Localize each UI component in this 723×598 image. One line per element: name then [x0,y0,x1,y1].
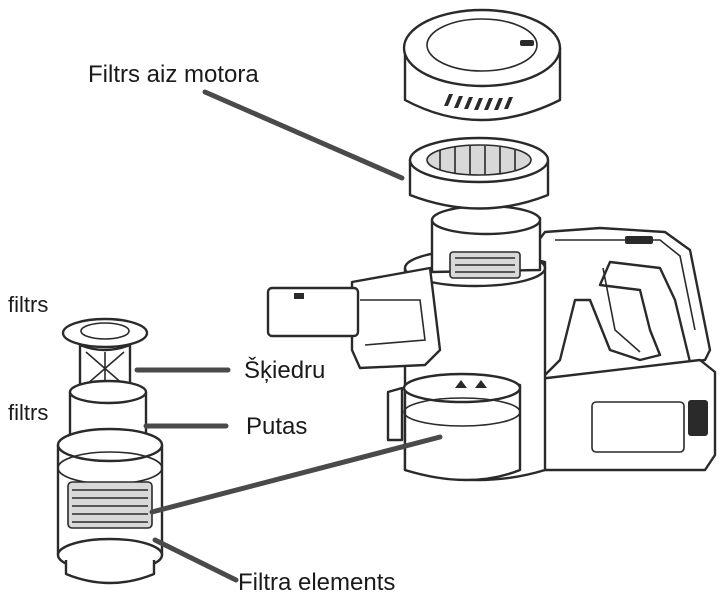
vacuum-handheld-body [266,204,717,482]
callout-lines [134,89,443,583]
post-motor-filter-ring [408,136,550,210]
motor-cap [402,8,562,122]
filter-element-housing [56,427,164,585]
leader-filter-element [152,537,239,583]
leader-filter-element-to-bin [149,434,443,515]
label-foam-filter-prefix: filtrs [8,400,48,425]
label-fiber-filter-prefix: filtrs [8,292,48,317]
leader-post-motor-filter [202,89,405,181]
fiber-filter-cap [61,317,149,392]
label-fiber: Šķiedru [244,356,325,384]
label-filter-element: Filtra elements [238,569,395,596]
cyclone-vent-grille [449,251,521,279]
label-foam: Putas [246,413,307,440]
label-post-motor-filter: Filtrs aiz motora [88,61,259,88]
